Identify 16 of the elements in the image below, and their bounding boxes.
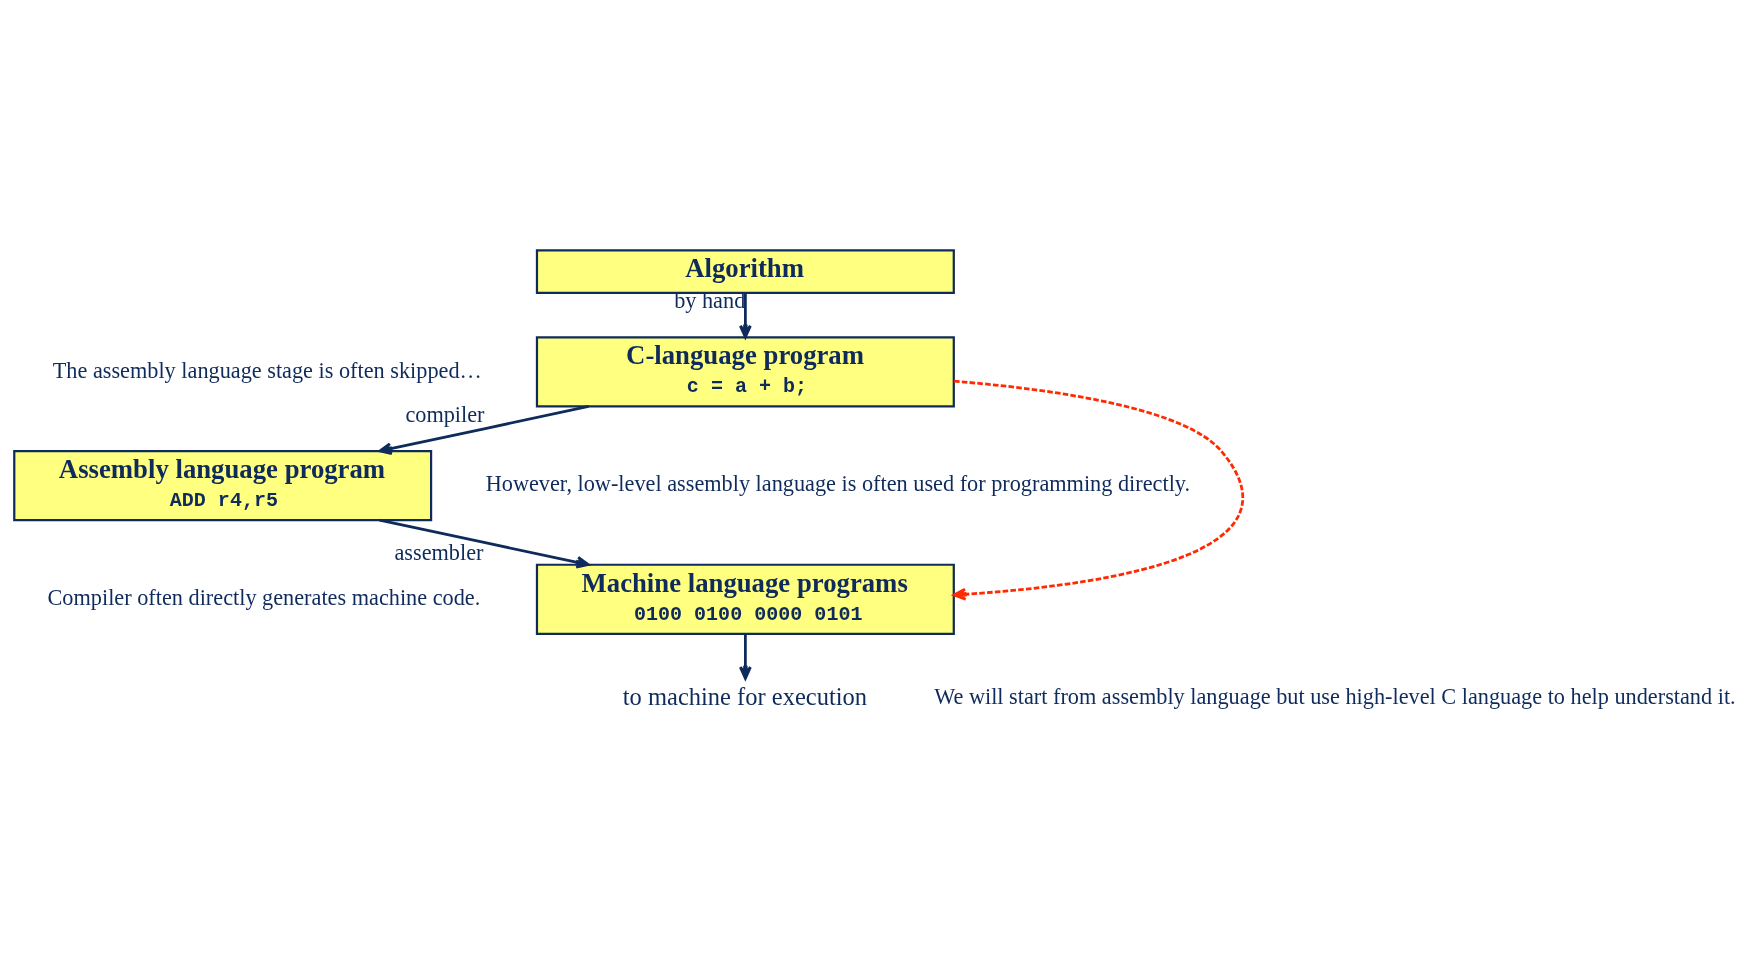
node-box: Algorithm	[535, 248, 955, 294]
node-text: to machine for execution	[622, 682, 868, 710]
label: However, low-level assembly language is often used for programming directly.	[485, 470, 1191, 496]
edge-label: assembler	[394, 539, 484, 565]
arrow	[379, 518, 590, 569]
arrow	[952, 379, 1244, 601]
node-box: Machine language programs 0100 0100 0000 0101	[535, 563, 955, 635]
arrow	[738, 633, 752, 680]
label: The assembly language stage is often skipped…	[52, 357, 482, 383]
label: We will start from assembly language but use high-level C language to help understand it.	[934, 683, 1736, 709]
node-box: C-language program c = a + b;	[535, 335, 955, 408]
edge-label: compiler	[405, 401, 485, 427]
arrow	[378, 404, 589, 455]
arrow	[738, 292, 752, 338]
label: Compiler often directly generates machine code.	[47, 584, 481, 610]
node-box: Assembly language program ADD r4,r5	[13, 449, 433, 521]
